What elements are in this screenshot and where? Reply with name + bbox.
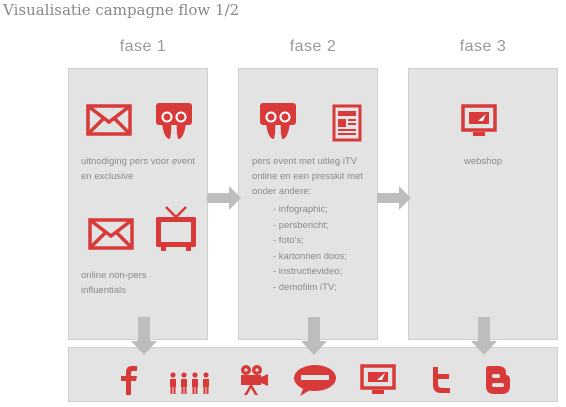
arrow-down-icon xyxy=(131,317,157,355)
mail-icon xyxy=(86,104,132,136)
speech-bubble-icon xyxy=(294,365,336,396)
list-item: - demofilm iTV; xyxy=(273,281,337,293)
phase-1-text-line-4: influentials xyxy=(81,285,126,296)
phase-2-text-line-1: pers event met uitleg iTV xyxy=(252,156,358,167)
slideshare-icon xyxy=(260,103,296,139)
phase-1-text-line-3: online non-pers xyxy=(81,270,147,281)
arrow-right-icon xyxy=(207,186,241,210)
phase-1-text-line-2: en exclusive xyxy=(81,171,134,182)
facebook-icon xyxy=(121,366,137,395)
tv-icon xyxy=(156,206,196,251)
screen-icon xyxy=(360,364,396,394)
film-camera-icon xyxy=(241,365,268,395)
phase-3-text: webshop xyxy=(464,156,503,167)
screen-icon xyxy=(461,104,497,136)
phase-1-text-line-1: uitnodiging pers voor event xyxy=(81,156,196,167)
phase-2-text-line-3: onder andere: xyxy=(252,186,312,197)
twitter-icon xyxy=(433,367,450,393)
list-item: - persbericht; xyxy=(273,219,329,231)
document-icon xyxy=(332,104,362,142)
phase-2-text-line-2: online en een presskit met xyxy=(252,171,363,182)
arrow-right-icon xyxy=(377,186,411,210)
phase-3-label: fase 3 xyxy=(459,38,507,55)
people-icon xyxy=(170,372,209,394)
blogger-icon xyxy=(486,366,510,394)
mail-icon xyxy=(88,218,134,250)
presskit-list: - infographic; - persbericht; - foto's; … xyxy=(273,202,347,296)
arrow-down-icon xyxy=(471,317,497,355)
arrow-down-icon xyxy=(301,317,327,355)
phase-2-label: fase 2 xyxy=(289,38,337,55)
page-title: Visualisatie campagne flow 1/2 xyxy=(3,1,240,19)
list-item: - kartonnen doos; xyxy=(273,250,347,262)
list-item: - infographic; xyxy=(273,204,328,215)
slideshare-icon xyxy=(156,103,192,139)
phase-1-label: fase 1 xyxy=(119,38,167,55)
list-item: - foto's; xyxy=(273,235,304,247)
list-item: - instructievideo; xyxy=(273,266,343,278)
